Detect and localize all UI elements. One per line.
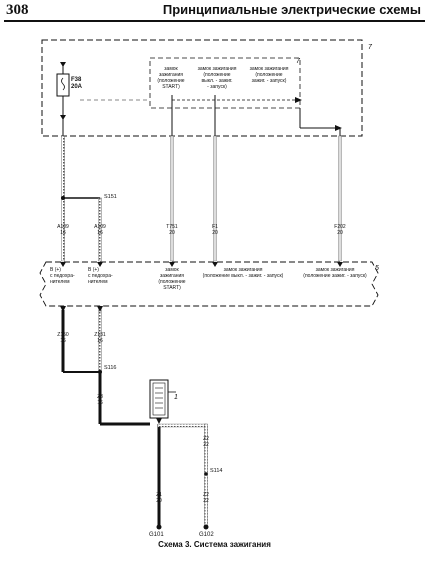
page-number: 308 — [6, 2, 29, 18]
conn-start-label: замок зажигания (положение START) — [152, 267, 192, 291]
callout-outer: 7 — [368, 44, 372, 51]
ground-g101-label: G101 — [149, 532, 164, 538]
ign-off-line: (положение — [203, 72, 231, 78]
splice-s114-dot — [204, 472, 208, 476]
header-rule — [4, 20, 425, 22]
ground-g102 — [203, 524, 209, 530]
conn-start-line: (положение — [158, 279, 186, 285]
ign-run-label: замок зажигания (положение зажиг. - запу… — [242, 66, 296, 84]
ground-g102-label: G102 — [199, 532, 214, 538]
conn-run-label: замок зажигания (положение зажиг. - запу… — [300, 267, 370, 279]
conn-off-label: замок зажигания (положение выкл. - зажиг… — [196, 267, 290, 279]
conn-b1-line: с педохра- — [50, 273, 75, 279]
ign-run-line: зажиг. - запуск) — [251, 78, 287, 84]
fuse-name: F38 — [71, 77, 82, 83]
conn-start-line: START) — [163, 285, 181, 291]
conn-run-line: замок зажигания — [315, 267, 355, 273]
conn-b1-label: В (+) с педохра- нителем — [50, 267, 75, 285]
ign-start-line: замок — [164, 66, 178, 72]
splice-s116: S116 — [104, 365, 117, 371]
ign-start-line: зажигания — [159, 72, 183, 78]
ign-off-line: замок зажигания — [197, 66, 237, 72]
fuse-rating: 20A — [71, 84, 83, 90]
fuse-label: F38 20A — [71, 77, 82, 91]
ign-run-line: (положение — [255, 72, 283, 78]
conn-off-line: замок зажигания — [223, 267, 263, 273]
conn-start-line: замок — [165, 267, 179, 273]
ign-run-line: замок зажигания — [249, 66, 289, 72]
conn-b2-label: В (+) с педохра- нителем — [88, 267, 113, 285]
ign-off-label: замок зажигания (положение выкл. - зажиг… — [194, 66, 240, 90]
ign-start-label: замок зажигания (положение START) — [152, 66, 190, 90]
conn-b2-line: нителем — [88, 279, 108, 285]
conn-off-line: (положение выкл. - зажиг. - запуск) — [202, 273, 284, 279]
splice-s151-dot — [61, 196, 65, 200]
page-header-title: Принципиальные электрические схемы — [162, 2, 421, 17]
ignition-switch-inner-box — [149, 57, 301, 109]
ignition-switch-outer-box — [41, 39, 363, 137]
connector-box — [39, 261, 379, 307]
ign-start-line: (положение — [157, 78, 185, 84]
conn-b1-line: В (+) — [50, 267, 61, 273]
ignition-component — [149, 379, 169, 419]
splice-s151: S151 — [104, 194, 117, 200]
splice-s114: S114 — [210, 468, 223, 474]
ign-start-line: START) — [162, 84, 180, 90]
ign-off-line: - запуск) — [207, 84, 227, 90]
conn-b2-line: В (+) — [88, 267, 99, 273]
figure-caption: Схема 3. Система зажигания — [158, 540, 271, 549]
fuse-f38 — [56, 73, 70, 97]
ground-g101 — [156, 524, 162, 530]
callout-component: 1 — [174, 394, 178, 401]
ign-off-line: выкл. - зажиг. — [201, 78, 233, 84]
conn-b1-line: нителем — [50, 279, 70, 285]
callout-connector: 5 — [375, 265, 379, 272]
conn-run-line: (положение зажиг. - запуск) — [303, 273, 367, 279]
conn-b2-line: с педохра- — [88, 273, 113, 279]
conn-start-line: зажигания — [160, 273, 184, 279]
callout-inner: 7 — [296, 58, 300, 65]
